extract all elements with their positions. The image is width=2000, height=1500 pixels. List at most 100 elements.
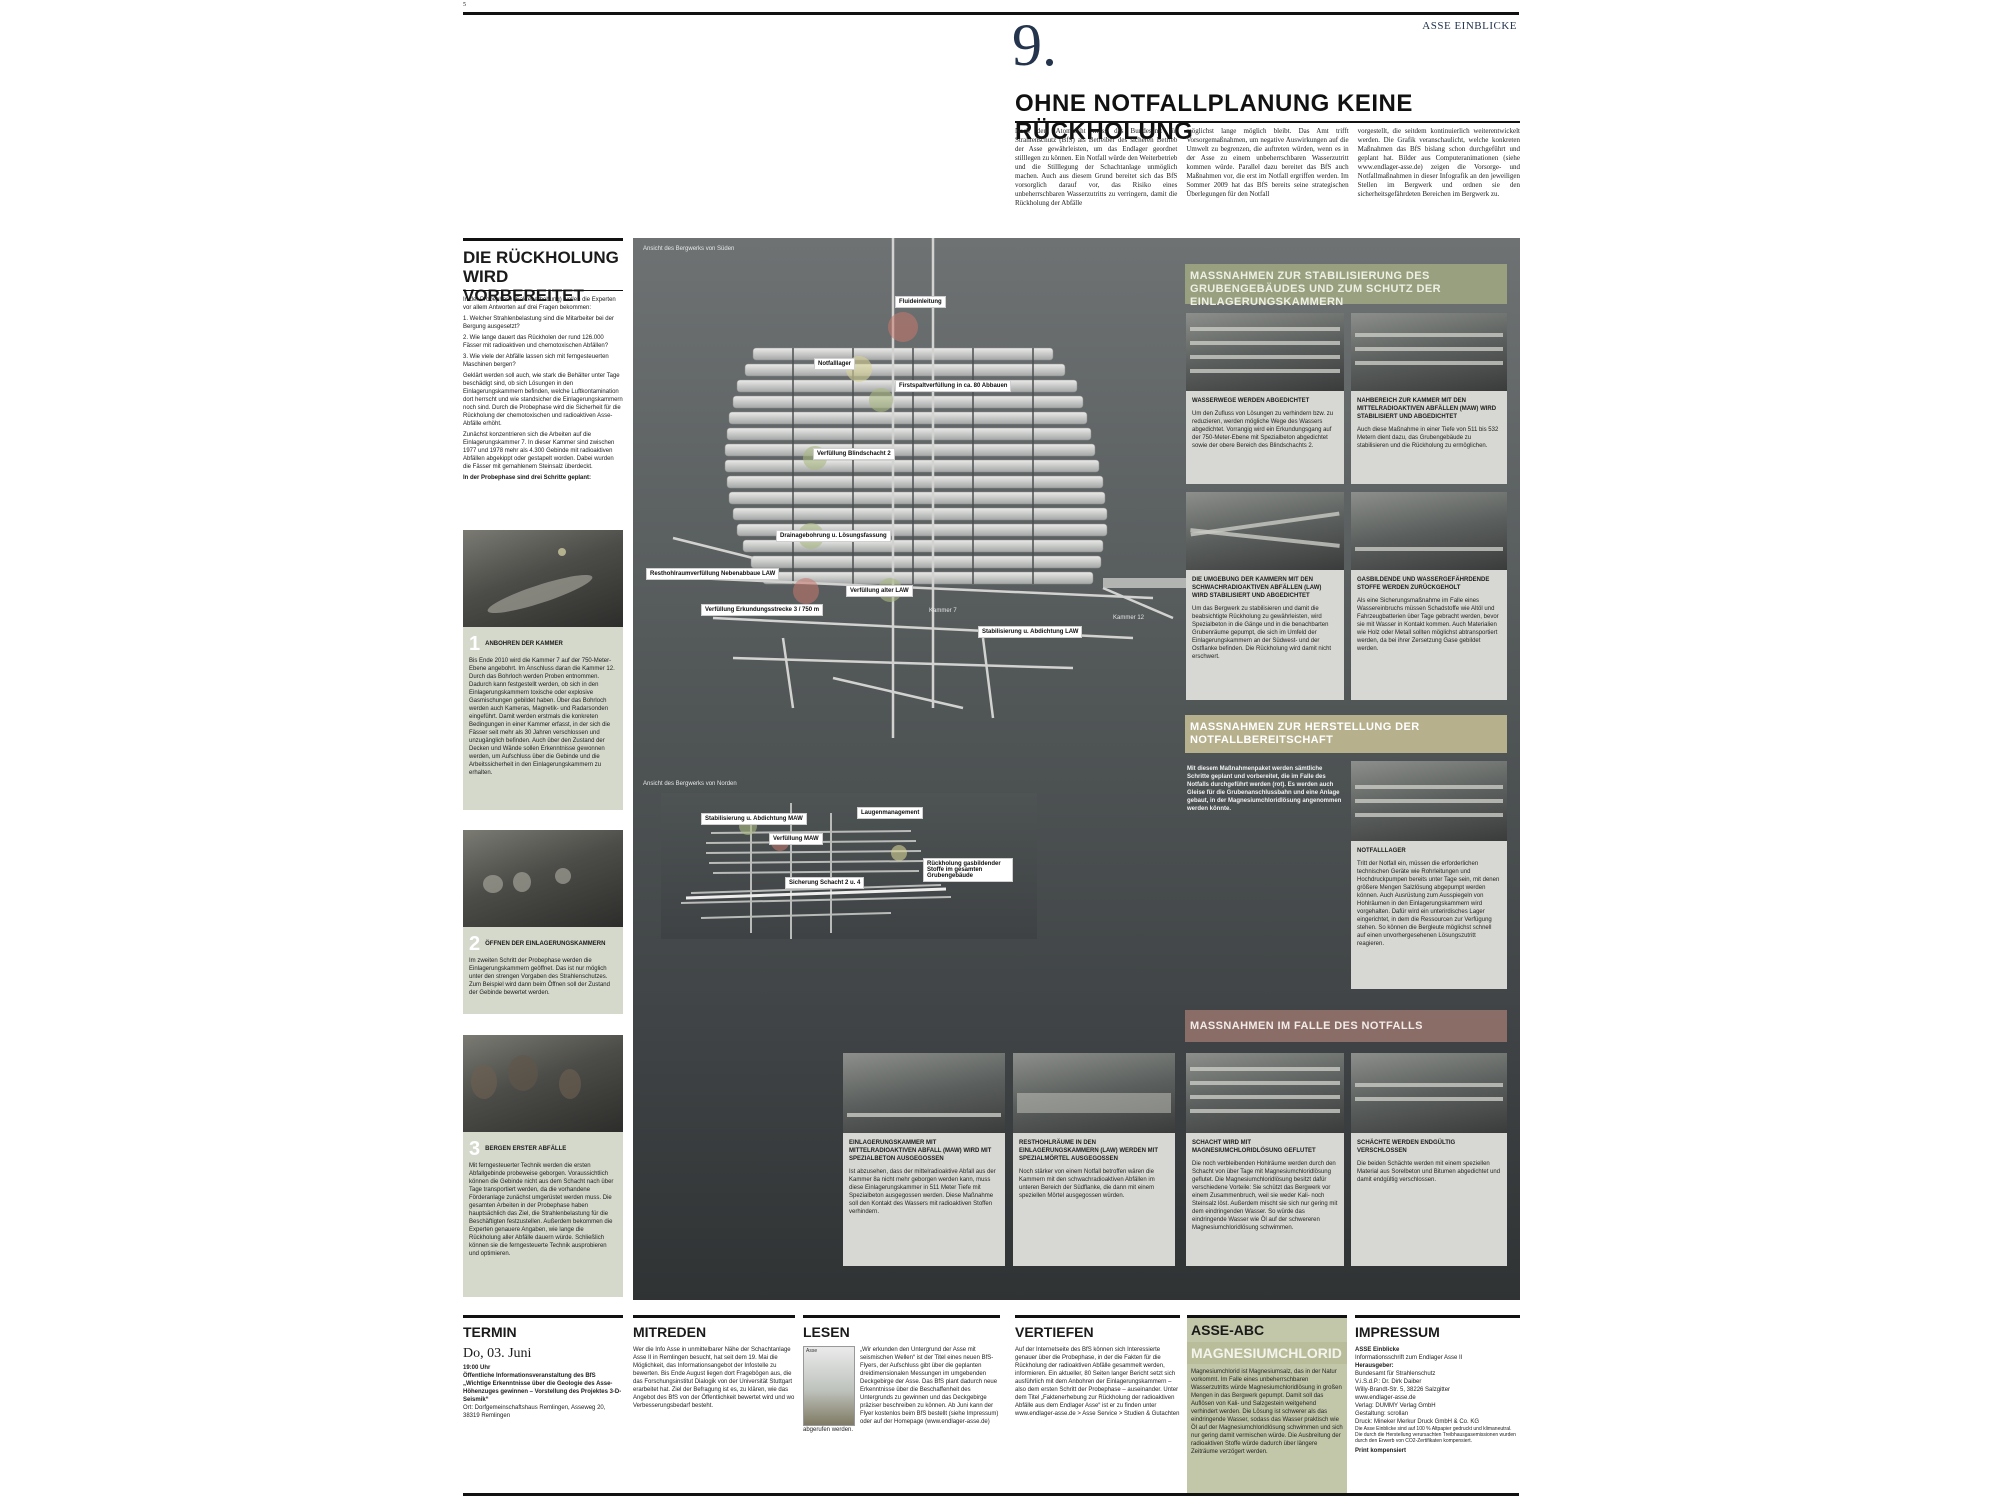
callout-notfalllager: Notfalllager <box>814 358 856 370</box>
card-title: SCHACHT WIRD MIT MAGNESIUMCHLORIDLÖSUNG … <box>1192 1140 1316 1154</box>
footer-heading: ASSE-ABC <box>1191 1322 1265 1338</box>
callout-stabilisierung-law: Stabilisierung u. Abdichtung LAW <box>978 626 1083 638</box>
step-title: BERGEN ERSTER ABFÄLLE <box>485 1146 567 1152</box>
card-gasbildende-stoffe: GASBILDENDE UND WASSERGEFÄHRDENDE STOFFE… <box>1351 570 1507 700</box>
card-body: Die noch verbleibenden Hohlräume werden … <box>1192 1161 1338 1231</box>
card-body: Die beiden Schächte werden mit einem spe… <box>1357 1161 1501 1183</box>
card-law-umgebung: DIE UMGEBUNG DER KAMMERN MIT DEN SCHWACH… <box>1186 570 1344 700</box>
impressum-line: Die durch die Herstellung verursachten T… <box>1355 1432 1516 1444</box>
issue-number: 9. <box>1012 12 1057 78</box>
section-header-stabilisierung: MASSNAHMEN ZUR STABILISIERUNG DES GRUBEN… <box>1185 264 1507 308</box>
callout-firstspaltverfuellung: Firstspaltverfüllung in ca. 80 Abbauen <box>895 380 1012 392</box>
impressum-link[interactable]: www.endlager-asse.de <box>1355 1395 1416 1401</box>
footer-lesen: LESEN Asse „Wir erkunden den Untergrund … <box>803 1315 1000 1434</box>
card-title: SCHÄCHTE WERDEN ENDGÜLTIG VERSCHLOSSEN <box>1357 1140 1456 1154</box>
card-body: Als eine Sicherungsmaßnahme im Falle ein… <box>1357 598 1499 652</box>
callout-sicherung-schacht: Sicherung Schacht 2 u. 4 <box>785 877 865 889</box>
impressum-line: ASSE Einblicke <box>1355 1347 1400 1353</box>
card-title: GASBILDENDE UND WASSERGEFÄHRDENDE STOFFE… <box>1357 577 1490 591</box>
card-schacht-flutung: SCHACHT WIRD MIT MAGNESIUMCHLORIDLÖSUNG … <box>1186 1133 1344 1266</box>
card-image-wasserwege <box>1186 313 1344 391</box>
infographic-panel: Ansicht des Bergwerks von Süden <box>633 238 1520 1300</box>
impressum-line: Willy-Brandt-Str. 5, 38226 Salzgitter <box>1355 1387 1451 1393</box>
card-title: EINLAGERUNGSKAMMER MIT MITTELRADIOAKTIVE… <box>849 1140 992 1162</box>
callout-stabilisierung-maw: Stabilisierung u. Abdichtung MAW <box>701 813 807 825</box>
view-label-south: Ansicht des Bergwerks von Süden <box>643 246 735 252</box>
impressum-line: Druck: Mineker Merkur Druck GmbH & Co. K… <box>1355 1419 1480 1425</box>
intro-column: Nach dem Atomrecht muss das Bundesamt fü… <box>1015 127 1178 207</box>
card-maw-nahbereich: NAHBEREICH ZUR KAMMER MIT DEN MITTELRADI… <box>1351 391 1507 484</box>
footer-body: Magnesiumchlorid ist Magnesiumsalz, das … <box>1191 1369 1343 1455</box>
termin-date: Do, 03. Juni <box>463 1346 532 1361</box>
impressum-line: Informationsschrift zum Endlager Asse II <box>1355 1355 1463 1361</box>
card-title: DIE UMGEBUNG DER KAMMERN MIT DEN SCHWACH… <box>1192 577 1322 599</box>
card-image-law-umgebung <box>1186 492 1344 570</box>
bottom-rule <box>463 1493 1519 1496</box>
sidebar-text: In der Probephase (Faktenerhebung) wolle… <box>463 296 623 485</box>
step-number: 1 <box>469 633 481 655</box>
card-notfalllager: NOTFALLLAGER Tritt der Notfall ein, müss… <box>1351 841 1507 989</box>
termin-time: 19:00 Uhr <box>463 1365 491 1371</box>
callout-rueckholung-gasbildender-stoffe: Rückholung gasbildender Stoffe im gesamt… <box>923 858 1013 882</box>
card-image-schaechte-verschlossen <box>1351 1053 1507 1133</box>
footer-heading: IMPRESSUM <box>1355 1324 1440 1340</box>
intro-column: vorgestellt, die seitdem kontinuierlich … <box>1357 127 1520 198</box>
card-body: Noch stärker von einem Notfall betroffen… <box>1019 1169 1155 1199</box>
abc-term: MAGNESIUMCHLORID <box>1187 1342 1347 1364</box>
kicker: ASSE EINBLICKE <box>1422 20 1517 32</box>
section-header-notfall: MASSNAHMEN IM FALLE DES NOTFALLS <box>1185 1010 1507 1042</box>
step-body: Bis Ende 2010 wird die Kammer 7 auf der … <box>469 658 615 776</box>
card-image-schacht-flutung <box>1186 1053 1344 1133</box>
sidebar-rule <box>463 238 623 241</box>
card-body: Um den Zufluss von Lösungen zu verhinder… <box>1192 411 1334 449</box>
print-kompensiert-badge: Print kompensiert <box>1355 1448 1407 1454</box>
termin-event: Öffentliche Informationsveranstaltung de… <box>463 1373 622 1403</box>
view-label-north: Ansicht des Bergwerks von Norden <box>643 781 737 787</box>
card-image-maw-beton <box>843 1053 1005 1133</box>
impressum-line: Die Asse Einblicke sind auf 100 % Altpap… <box>1355 1426 1512 1432</box>
sidebar-question: 1. Welcher Strahlenbelastung sind die Mi… <box>463 316 614 330</box>
marker-red <box>888 312 918 342</box>
footer-vertiefen: VERTIEFEN Auf der Internetseite des BfS … <box>1015 1315 1180 1418</box>
impressum-line: Verlag: DUMMY Verlag GmbH <box>1355 1403 1436 1409</box>
sidebar-paragraph: Zunächst konzentrieren sich die Arbeiten… <box>463 432 615 470</box>
step-number: 2 <box>469 933 481 955</box>
callout-fluideinleitung: Fluideinleitung <box>895 296 946 308</box>
footer-asse-abc: ASSE-ABC MAGNESIUMCHLORID Magnesiumchlor… <box>1187 1315 1347 1495</box>
callout-laugenmanagement: Laugenmanagement <box>857 807 924 819</box>
marker-khaki <box>891 845 907 861</box>
intro-column: möglichst lange möglich bleibt. Das Amt … <box>1186 127 1349 198</box>
footer-mitreden: MITREDEN Wer die Info Asse in unmittelba… <box>633 1315 795 1410</box>
footer-impressum: IMPRESSUM ASSE Einblicke Informationssch… <box>1355 1315 1520 1455</box>
sidebar-title-rule <box>463 290 623 291</box>
footer-body: „Wir erkunden den Untergrund der Asse mi… <box>803 1347 999 1433</box>
marker-green <box>869 388 893 412</box>
steps-intro: In der Probephase sind drei Schritte gep… <box>463 475 592 481</box>
step-1-box: 1 ANBOHREN DER KAMMER Bis Ende 2010 wird… <box>463 627 623 810</box>
card-image-notfalllager <box>1351 761 1507 841</box>
card-image-gasbildende-stoffe <box>1351 492 1507 570</box>
flyer-label: Asse <box>806 1348 818 1354</box>
footer-heading: TERMIN <box>463 1324 517 1340</box>
card-law-moertel: RESTHOHLRÄUME IN DEN EINLAGERUNGSKAMMERN… <box>1013 1133 1175 1266</box>
card-body: Auch diese Maßnahme in einer Tiefe von 5… <box>1357 427 1499 449</box>
flyer-thumbnail[interactable]: Asse <box>803 1346 855 1426</box>
step-number: 3 <box>469 1138 481 1160</box>
sidebar-question: 3. Wie viele der Abfälle lassen sich mit… <box>463 354 609 368</box>
impressum-line: Herausgeber: <box>1355 1363 1394 1369</box>
sidebar-paragraph: Geklärt werden soll auch, wie stark die … <box>463 373 623 427</box>
card-title: NAHBEREICH ZUR KAMMER MIT DEN MITTELRADI… <box>1357 398 1497 420</box>
termin-place: Ort: Dorfgemeinschaftshaus Remlingen, As… <box>463 1405 606 1419</box>
label-kammer-12: Kammer 12 <box>1113 615 1145 621</box>
top-rule <box>463 12 1519 15</box>
step-3-box: 3 BERGEN ERSTER ABFÄLLE Mit ferngesteuer… <box>463 1132 623 1297</box>
step-title: ÖFFNEN DER EINLAGERUNGSKAMMERN <box>485 941 606 947</box>
north-view-inset: Stabilisierung u. Abdichtung MAW Laugenm… <box>661 793 1037 939</box>
footer-heading: LESEN <box>803 1324 850 1340</box>
step-body: Mit ferngesteuerter Technik werden die e… <box>469 1163 614 1257</box>
footer-body: Wer die Info Asse in unmittelbarer Nähe … <box>633 1347 795 1409</box>
sidebar-question: 2. Wie lange dauert das Rückholen der ru… <box>463 335 609 349</box>
card-wasserwege: WASSERWEGE WERDEN ABGEDICHTET Um den Zuf… <box>1186 391 1344 484</box>
step-2-photo <box>463 830 623 927</box>
step-2-box: 2 ÖFFNEN DER EINLAGERUNGSKAMMERN Im zwei… <box>463 927 623 1014</box>
